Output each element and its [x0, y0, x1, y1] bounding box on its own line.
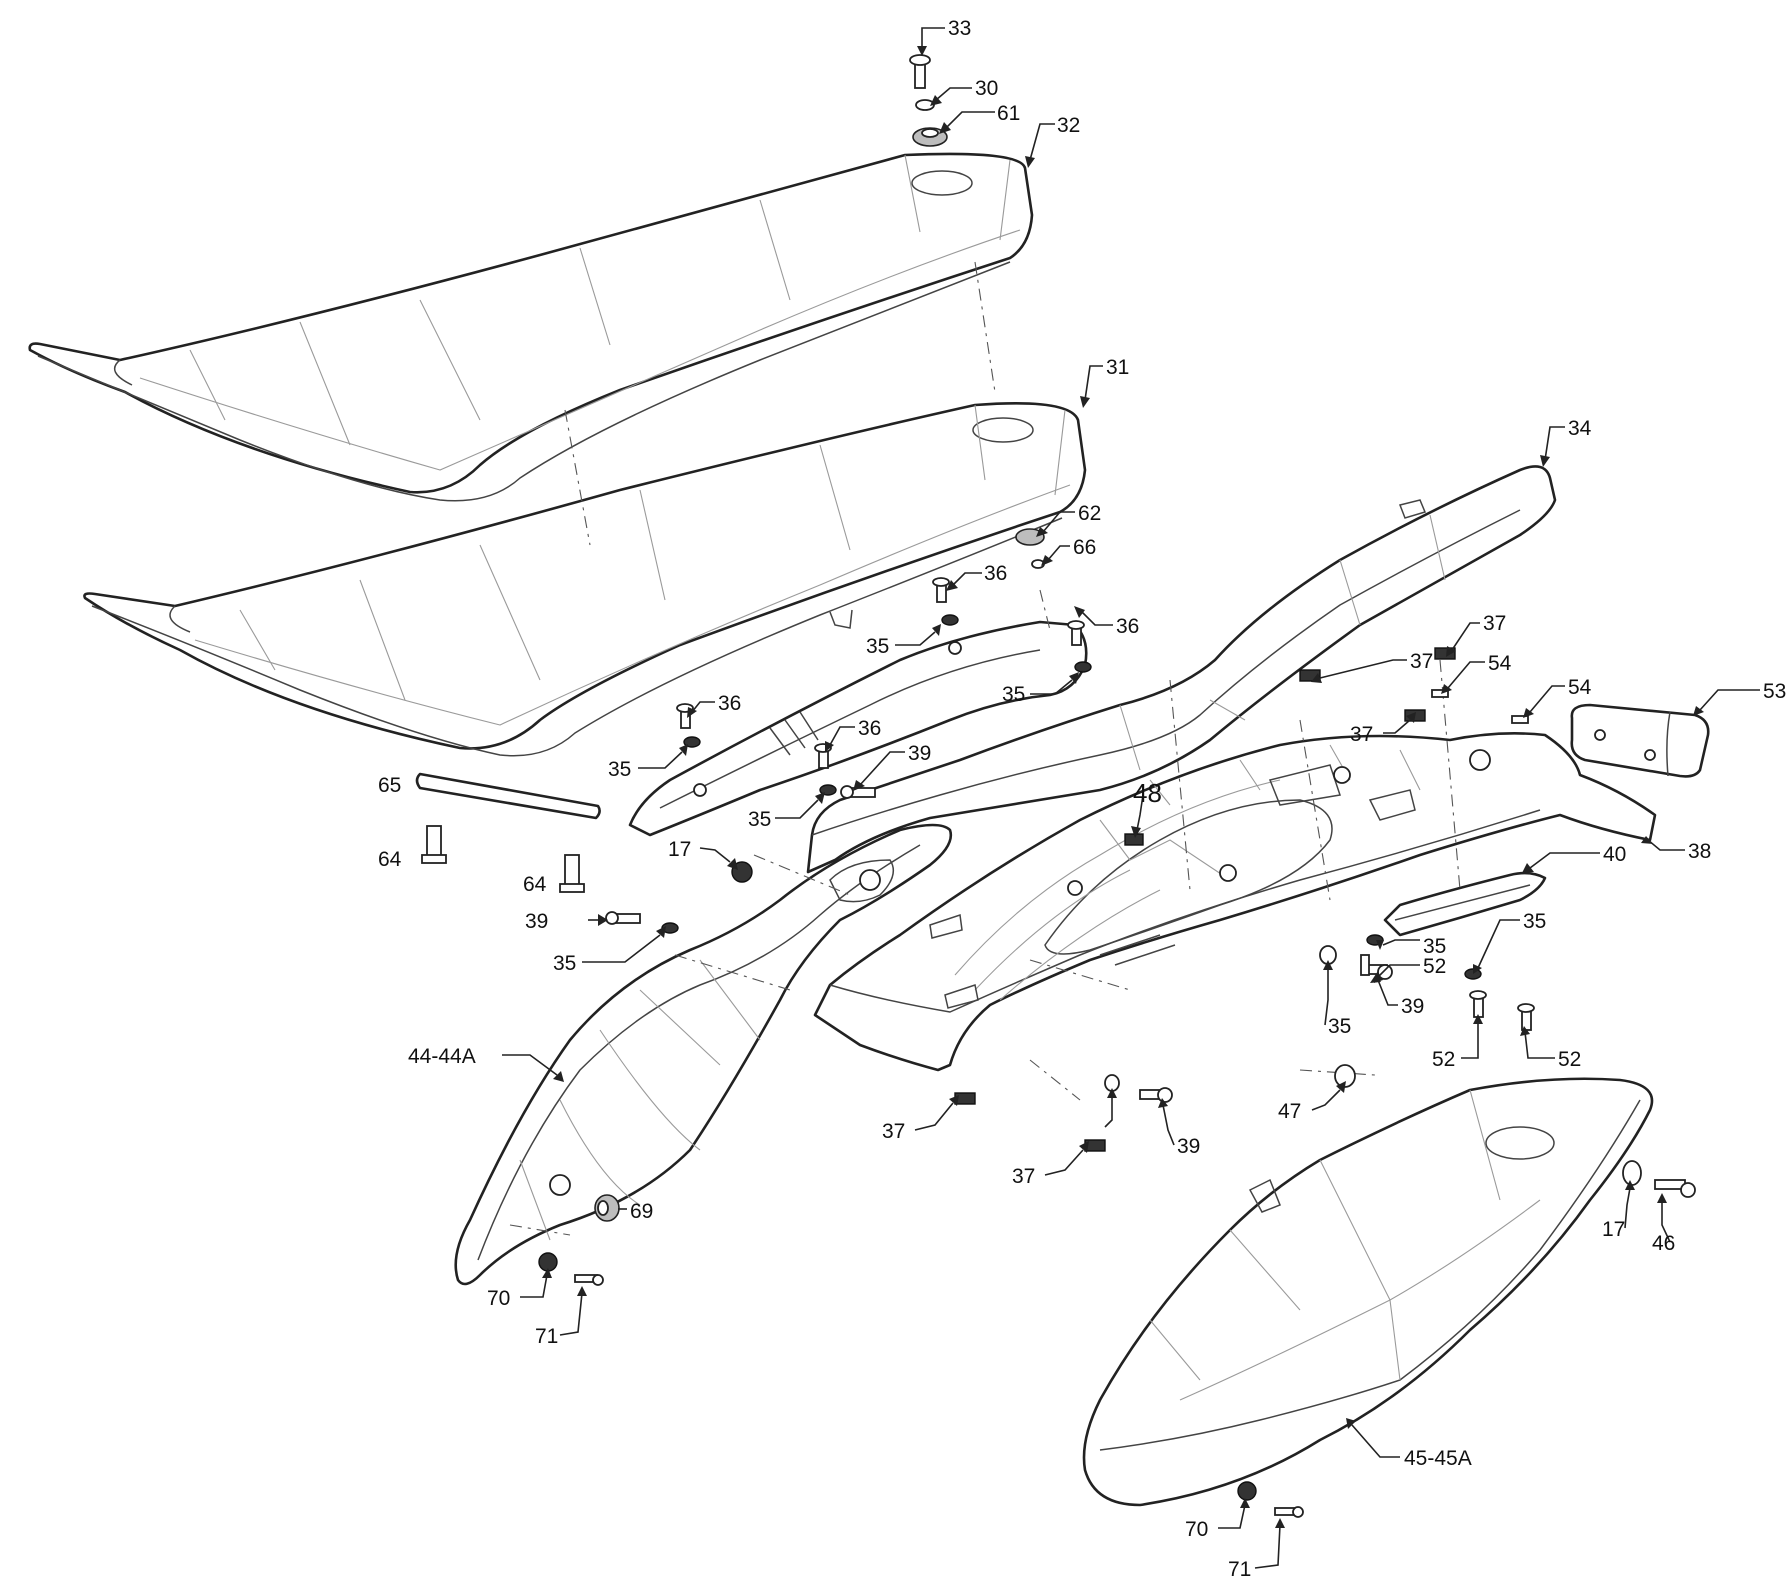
label-36b: 36 — [1116, 615, 1139, 638]
label-35b: 35 — [1002, 683, 1025, 706]
label-17b: 17 — [1602, 1218, 1625, 1241]
label-31: 31 — [1106, 356, 1129, 379]
label-37c: 37 — [1350, 723, 1373, 746]
tail-cover-part-34 — [806, 465, 1557, 874]
label-39a: 39 — [908, 742, 931, 765]
label-36c: 36 — [718, 692, 741, 715]
label-65: 65 — [378, 774, 401, 797]
label-36a: 36 — [984, 562, 1007, 585]
strip-part-65 — [415, 772, 601, 820]
label-52a: 52 — [1423, 955, 1446, 978]
leader-lines — [502, 27, 1760, 1569]
bracket-part-40 — [1383, 871, 1547, 937]
label-37e: 37 — [1012, 1165, 1035, 1188]
rear-mudguard-part-38 — [813, 732, 1657, 1072]
label-34: 34 — [1568, 417, 1592, 440]
label-64b: 64 — [523, 873, 547, 896]
side-cover-part-44-44A — [454, 823, 953, 1286]
label-35h: 35 — [1328, 1015, 1351, 1038]
label-69: 69 — [630, 1200, 653, 1223]
label-35c: 35 — [608, 758, 631, 781]
label-46: 46 — [1652, 1232, 1675, 1255]
label-35g: 35 — [1423, 935, 1446, 958]
label-71b: 71 — [1228, 1558, 1251, 1581]
label-39c: 39 — [1401, 995, 1424, 1018]
label-30: 30 — [975, 77, 998, 100]
label-52b: 52 — [1432, 1048, 1455, 1071]
label-45-45A: 45-45A — [1404, 1447, 1472, 1470]
label-35a: 35 — [866, 635, 889, 658]
label-53: 53 — [1763, 680, 1786, 703]
label-39d: 39 — [1177, 1135, 1200, 1158]
label-54b: 54 — [1568, 676, 1592, 699]
tail-light-part-53 — [1570, 703, 1710, 778]
side-cover-part-45-45A — [1082, 1077, 1654, 1507]
part-number-labels: 33 30 61 32 31 34 62 66 36 36 35 35 36 3… — [378, 17, 1786, 1581]
label-17a: 17 — [668, 838, 691, 861]
label-52c: 52 — [1558, 1048, 1581, 1071]
seat-part-32 — [28, 152, 1034, 502]
label-62: 62 — [1078, 502, 1101, 525]
label-35e: 35 — [553, 952, 576, 975]
label-39b: 39 — [525, 910, 548, 933]
label-61: 61 — [997, 102, 1020, 125]
label-32: 32 — [1057, 114, 1080, 137]
label-48: 48 — [1133, 778, 1162, 808]
label-35d: 35 — [748, 808, 771, 831]
label-47: 47 — [1278, 1100, 1301, 1123]
label-54a: 54 — [1488, 652, 1512, 675]
label-33: 33 — [948, 17, 971, 40]
label-70b: 70 — [1185, 1518, 1208, 1541]
label-37d: 37 — [882, 1120, 905, 1143]
label-66: 66 — [1073, 536, 1096, 559]
hardware-fasteners — [421, 54, 1696, 1518]
label-35f: 35 — [1523, 910, 1546, 933]
label-70a: 70 — [487, 1287, 510, 1310]
label-37a: 37 — [1483, 612, 1506, 635]
label-36d: 36 — [858, 717, 881, 740]
label-40: 40 — [1603, 843, 1626, 866]
label-38: 38 — [1688, 840, 1711, 863]
label-44-44A: 44-44A — [408, 1045, 476, 1068]
label-37b: 37 — [1410, 650, 1433, 673]
label-64a: 64 — [378, 848, 402, 871]
label-71a: 71 — [535, 1325, 558, 1348]
